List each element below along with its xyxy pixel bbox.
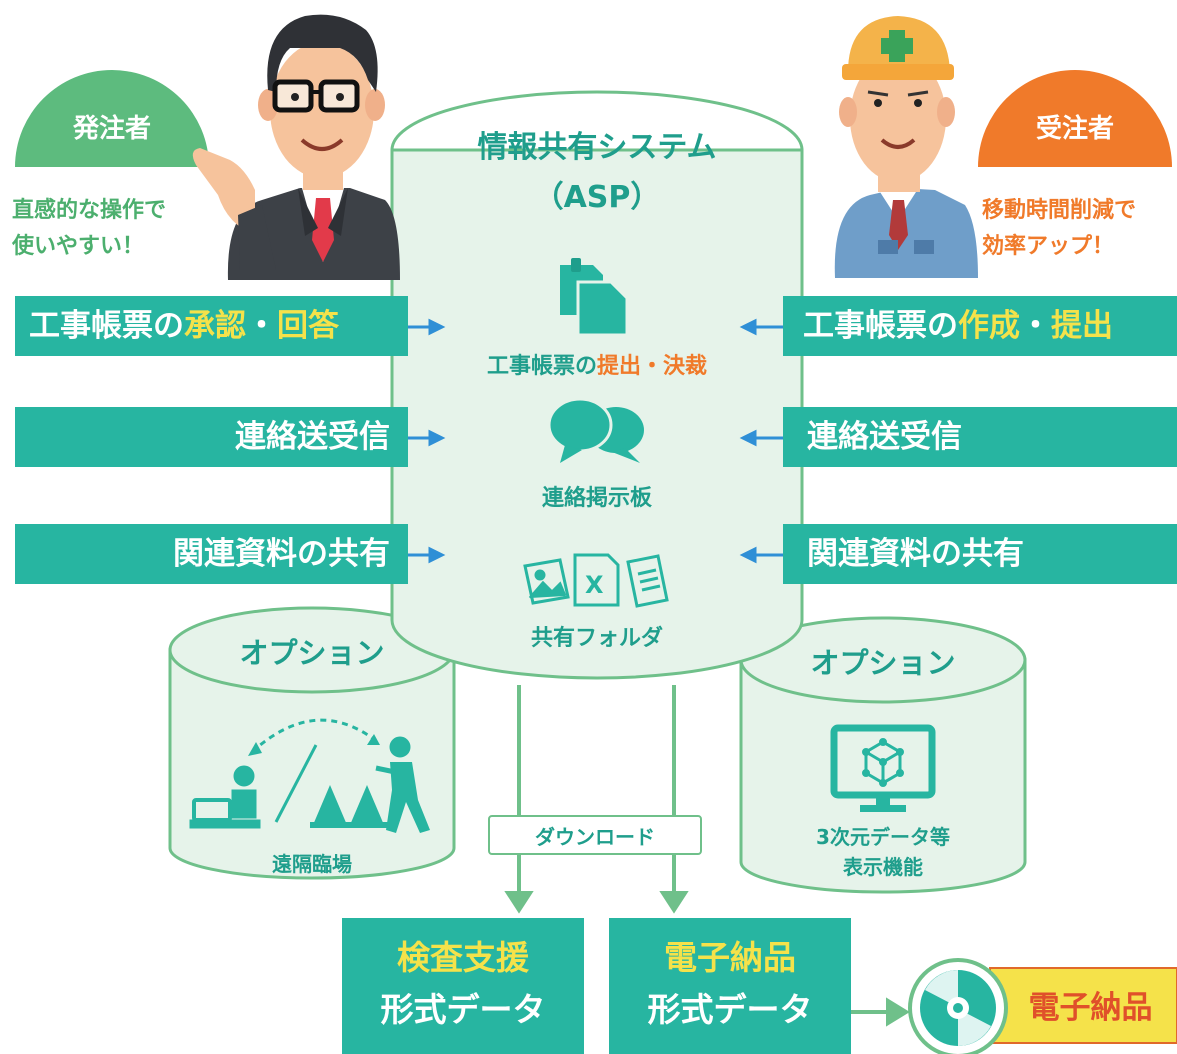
final-delivery-label: 電子納品 (1028, 990, 1153, 1026)
right-box-creation: 工事帳票の作成・提出 (783, 296, 1177, 356)
contractor-role-label: 受注者 (1035, 114, 1114, 144)
chat-bubbles-icon (547, 397, 644, 463)
right-box-creation-sep: ・ (1020, 308, 1051, 344)
option-right-label-line1: 3次元データ等 (816, 825, 950, 849)
right-box-messaging: 連絡送受信 (783, 407, 1177, 467)
orderer-note: 直感的な操作で 使いやすい！ (12, 193, 166, 265)
feature-board-label: 連絡掲示板 (541, 486, 652, 511)
right-box-creation-hl2: 提出 (1051, 308, 1113, 344)
feature-approval-hl2: 決裁 (663, 354, 708, 379)
left-box-approval-hl2: 回答 (277, 308, 339, 344)
system-title: 情報共有システム (477, 130, 717, 165)
left-box-approval-prefix: 工事帳票の (29, 308, 184, 344)
orderer-note-line1: 直感的な操作で (12, 198, 167, 223)
final-label-bg (989, 967, 1177, 1044)
contractor-note: 移動時間削減で 効率アップ！ (982, 193, 1136, 265)
output-inspection-box: 検査支援 形式データ (342, 918, 584, 1054)
feature-approval-label: 工事帳票の提出・決裁 (392, 348, 802, 380)
left-box-messaging: 連絡送受信 (15, 407, 408, 467)
option-left-title: オプション (239, 636, 385, 670)
documents-icon (560, 258, 629, 337)
left-box-approval-sep: ・ (246, 308, 277, 344)
feature-approval-prefix: 工事帳票の (486, 354, 597, 379)
contractor-note-line1: 移動時間削減で (982, 198, 1137, 223)
left-box-approval-hl1: 承認 (184, 308, 246, 344)
download-label: ダウンロード (488, 815, 702, 855)
left-box-sharing: 関連資料の共有 (15, 524, 408, 584)
worker-illustration (834, 16, 978, 278)
output-delivery-box: 電子納品 形式データ (609, 918, 851, 1054)
right-box-creation-hl1: 作成 (958, 308, 1020, 344)
cd-disc-icon (908, 958, 1008, 1054)
option-right-label: 3次元データ等 表示機能 (741, 822, 1025, 882)
remote-inspection-icon (189, 718, 430, 833)
svg-text:X: X (585, 571, 604, 599)
right-box-creation-prefix: 工事帳票の (803, 308, 958, 344)
orderer-note-line2: 使いやすい！ (12, 234, 145, 259)
feature-approval-hl1: 提出 (596, 354, 641, 379)
output-delivery-line1: 電子納品 (664, 938, 796, 977)
feature-folder-label: 共有フォルダ (530, 626, 663, 651)
download-arrows (504, 685, 910, 1027)
contractor-badge-bg (978, 70, 1172, 167)
option-left-label: 遠隔臨場 (272, 852, 352, 876)
option-right-title: オプション (810, 646, 956, 680)
right-box-sharing: 関連資料の共有 (783, 524, 1177, 584)
output-delivery-line2: 形式データ (647, 990, 813, 1029)
3d-monitor-icon (830, 724, 936, 812)
left-box-approval: 工事帳票の承認・回答 (15, 296, 408, 356)
output-inspection-line1: 検査支援 (397, 938, 529, 977)
contractor-note-line2: 効率アップ！ (982, 234, 1115, 259)
orderer-badge-bg (15, 70, 209, 167)
option-right-label-line2: 表示機能 (843, 855, 923, 879)
feature-approval-sep: ・ (641, 354, 664, 379)
businessman-illustration (192, 14, 400, 280)
output-inspection-line2: 形式データ (380, 990, 546, 1029)
files-icon: X (523, 553, 669, 608)
orderer-role-label: 発注者 (72, 114, 151, 144)
system-subtitle: （ASP） (533, 180, 661, 215)
